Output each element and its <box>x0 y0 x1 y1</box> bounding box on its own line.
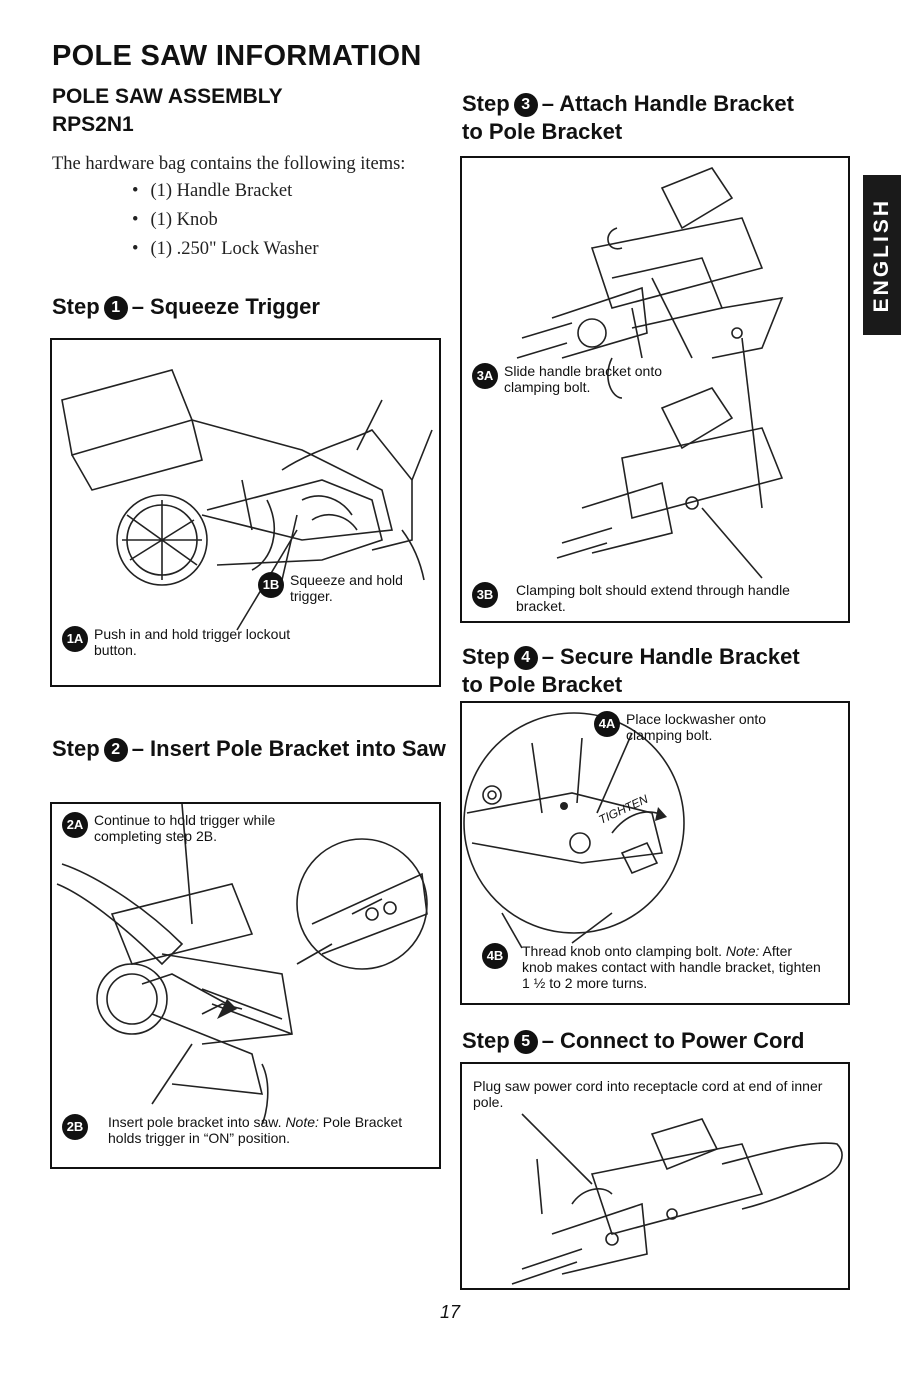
list-item: (1) .250" Lock Washer <box>132 239 319 260</box>
page-title: POLE SAW INFORMATION <box>52 40 422 73</box>
callout-2a: 2A Continue to hold trigger while comple… <box>62 812 334 844</box>
callout-badge: 3B <box>472 582 498 608</box>
language-tab: ENGLISH <box>863 175 901 335</box>
page-number: 17 <box>440 1302 460 1323</box>
step-2-figure: 2A Continue to hold trigger while comple… <box>50 802 441 1169</box>
callout-4a: 4A Place lockwasher onto clamping bolt. <box>594 711 806 743</box>
callout-badge: 2A <box>62 812 88 838</box>
step-number-badge: 3 <box>514 93 538 117</box>
step-number-badge: 2 <box>104 738 128 762</box>
callout-badge: 4A <box>594 711 620 737</box>
step-5-figure: Plug saw power cord into receptacle cord… <box>460 1062 850 1290</box>
step-1-figure: 1B Squeeze and hold trigger. 1A Push in … <box>50 338 441 687</box>
callout-2b: 2B Insert pole bracket into saw. Note: P… <box>62 1114 408 1146</box>
model-number: RPS2N1 <box>52 112 134 138</box>
list-item: (1) Knob <box>132 210 319 231</box>
power-cord-illustration <box>462 1064 848 1288</box>
step-4-figure: TIGHTEN 4A Place lockwasher onto clampin… <box>460 701 850 1005</box>
callout-3a: 3A Slide handle bracket onto clamping bo… <box>472 363 704 395</box>
callout-badge: 1A <box>62 626 88 652</box>
callout-3b: 3B Clamping bolt should extend through h… <box>472 582 816 614</box>
callout-badge: 1B <box>258 572 284 598</box>
callout-badge: 2B <box>62 1114 88 1140</box>
step-number-badge: 5 <box>514 1030 538 1054</box>
pole-bracket-insert-illustration <box>52 804 439 1167</box>
step-3-figure: 3A Slide handle bracket onto clamping bo… <box>460 156 850 623</box>
callout-1a: 1A Push in and hold trigger lockout butt… <box>62 626 334 658</box>
hardware-list: (1) Handle Bracket (1) Knob (1) .250" Lo… <box>132 181 319 268</box>
callout-4b: 4B Thread knob onto clamping bolt. Note:… <box>482 943 822 991</box>
step-number-badge: 1 <box>104 296 128 320</box>
callout-1b: 1B Squeeze and hold trigger. <box>258 572 420 604</box>
list-item: (1) Handle Bracket <box>132 181 319 202</box>
callout-badge: 4B <box>482 943 508 969</box>
step-number-badge: 4 <box>514 646 538 670</box>
intro-text: The hardware bag contains the following … <box>52 154 405 175</box>
section-subtitle: POLE SAW ASSEMBLY <box>52 84 283 110</box>
callout-badge: 3A <box>472 363 498 389</box>
